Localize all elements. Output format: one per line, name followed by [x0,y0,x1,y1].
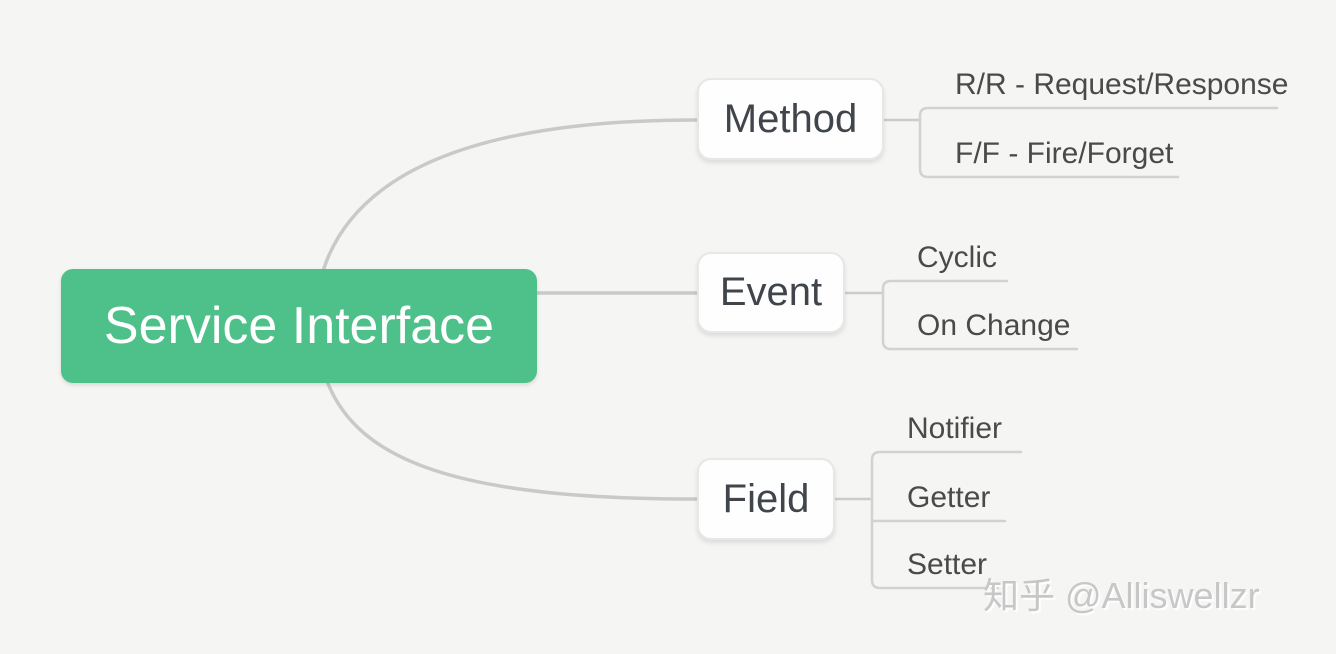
leaf-node-on-change[interactable]: On Change [917,309,1071,342]
leaf-node-setter[interactable]: Setter [907,548,988,581]
curve-root-to-method [321,118,698,273]
leaf-node-request-response[interactable]: R/R - Request/Response [955,68,1289,101]
branch-node-label: Method [723,96,858,141]
leaf-node-getter[interactable]: Getter [907,481,991,514]
curve-root-to-field [325,379,698,501]
bracket-event [881,279,1079,351]
branch-node-label: Event [719,270,823,314]
leaf-node-cyclic[interactable]: Cyclic [917,241,997,274]
leaf-node-fire-forget[interactable]: F/F - Fire/Forget [955,137,1174,170]
branch-node-field[interactable]: Field [697,458,835,540]
zhihu-watermark: 知乎 @Alliswellzr [983,575,1260,616]
root-node-label: Service Interface [103,297,495,355]
branch-node-method[interactable]: Method [697,78,884,160]
root-node-service-interface[interactable]: Service Interface [61,269,537,383]
leaf-node-notifier[interactable]: Notifier [907,412,1003,445]
bracket-method [918,106,1279,179]
branch-node-event[interactable]: Event [697,252,845,333]
branch-node-label: Field [722,476,810,521]
